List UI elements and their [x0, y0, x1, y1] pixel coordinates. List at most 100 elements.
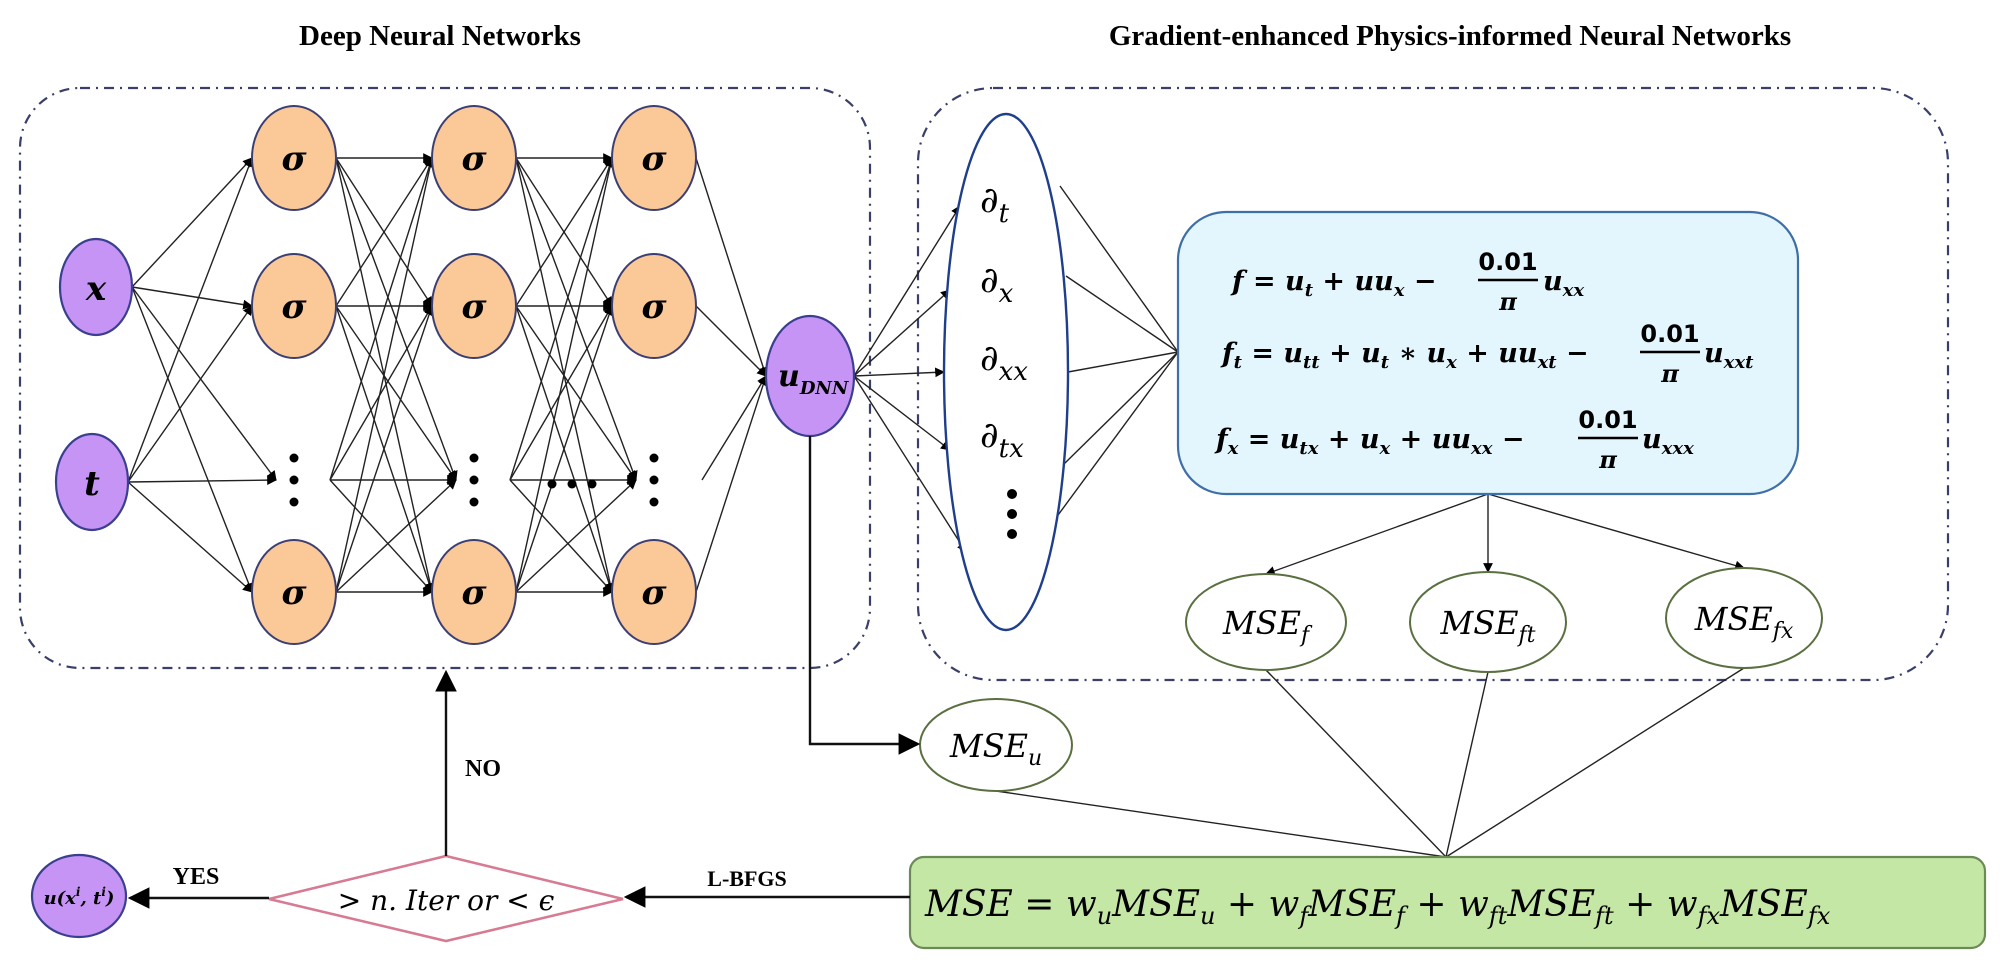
hidden-edge	[329, 305, 433, 481]
hidden-edge	[335, 305, 434, 593]
derivative-edge	[853, 367, 945, 378]
operator-edge	[1063, 351, 1179, 465]
svg-text:uxxx: uxxx	[1642, 424, 1694, 459]
svg-text:MSE = wuMSEu + wfMSEf +: MSE = wuMSEu + wfMSEf + wftMSEft + wfxMS…	[924, 884, 1831, 930]
operator-edge	[1059, 185, 1179, 353]
deriv-ellipsis-dot	[1007, 509, 1017, 519]
svg-text:> n. Iter or < ϵ: > n. Iter or < ϵ	[338, 884, 555, 917]
svg-text:t: t	[84, 464, 100, 504]
svg-text:0.01: 0.01	[1640, 320, 1699, 348]
hidden-node: σ	[431, 105, 517, 211]
yes-label: YES	[173, 864, 220, 890]
deriv-xx: ∂xx	[980, 338, 1028, 387]
svg-text:ft = utt + ut: ft = utt + ut ∗ ux + uuxt −	[1220, 338, 1589, 375]
svg-text:MSEft: MSEft	[1439, 604, 1535, 648]
sigma-label: σ	[281, 573, 307, 613]
loss-edge	[995, 790, 1447, 858]
svg-text:0.01: 0.01	[1578, 406, 1637, 434]
output-edge	[695, 375, 768, 593]
svg-text:MSEf: MSEf	[1222, 604, 1313, 648]
sigma-label: σ	[461, 287, 487, 327]
hidden-edge	[515, 305, 637, 481]
svg-text:uxxt: uxxt	[1704, 338, 1754, 373]
hidden-edge	[335, 305, 457, 481]
convergence-decision: > n. Iter or < ϵ	[268, 854, 624, 943]
hidden-node: σ	[611, 539, 697, 645]
hidden-node: σ	[611, 105, 697, 211]
deriv-x: ∂x	[980, 260, 1014, 309]
hidden-ellipsis-dot	[469, 475, 479, 485]
hidden-edge	[335, 157, 435, 593]
hidden-node: σ	[431, 539, 517, 645]
operator-edge	[1065, 275, 1179, 353]
svg-text:f = ut + uux: f = ut + uux −	[1230, 266, 1436, 303]
sigma-label: σ	[281, 287, 307, 327]
mse-f-node: MSEf	[1185, 573, 1347, 671]
hidden-edge	[515, 305, 614, 593]
udnn-base: u	[778, 359, 800, 394]
result-node: u(xi, ti)	[30, 853, 128, 939]
input-node-t: t	[54, 432, 130, 532]
residual-equations-box: f = ut + uux − 0.01 π uxx ft = utt + ut …	[1176, 210, 1800, 496]
residual-edge	[1487, 493, 1745, 571]
svg-text:MSEu: MSEu	[949, 727, 1042, 771]
hidden-edge	[335, 479, 457, 593]
deriv-t: ∂t	[980, 180, 1010, 229]
input-edge	[131, 286, 253, 310]
derivative-edge	[853, 375, 967, 553]
loss-edge	[1445, 667, 1745, 858]
dnn-region	[18, 86, 872, 670]
udnn-sub: DNN	[799, 378, 850, 399]
mse-ft-node: MSEft	[1409, 571, 1567, 673]
mse-fx-node: MSEfx	[1665, 567, 1823, 669]
derivative-operators: ∂t ∂x ∂xx ∂tx	[942, 112, 1070, 632]
loss-edge	[1445, 671, 1489, 858]
output-node-udnn: uDNN	[764, 314, 856, 438]
hidden-ellipsis-dot	[469, 453, 479, 463]
connection-ellipsis-dot	[587, 479, 597, 489]
mse-u-node: MSEu	[919, 698, 1073, 792]
hidden-node: σ	[251, 539, 337, 645]
equation-ft: ft = utt + ut ∗ ux + uuxt − 0.01 π uxxt	[1220, 320, 1754, 388]
sigma-label: σ	[641, 287, 667, 327]
connection-ellipsis-dot	[567, 479, 577, 489]
hidden-edge	[515, 479, 637, 593]
deriv-ellipsis-dot	[1007, 489, 1017, 499]
input-edge	[127, 157, 254, 483]
hidden-edge	[515, 157, 615, 593]
svg-text:π: π	[1498, 287, 1517, 316]
derivative-edge	[853, 375, 951, 451]
output-edge	[695, 305, 767, 377]
output-edge	[695, 157, 768, 377]
gpinn-region	[916, 86, 1950, 682]
svg-text:π: π	[1598, 445, 1617, 474]
derivative-edge	[853, 205, 961, 377]
hidden-node: σ	[251, 253, 337, 359]
svg-text:uDNN: uDNN	[778, 359, 850, 399]
gpinn-title: Gradient-enhanced Physics-informed Neura…	[1109, 20, 1791, 52]
svg-text:u(xi, ti): u(xi, ti)	[44, 885, 115, 909]
hidden-node: σ	[611, 253, 697, 359]
hidden-ellipsis-dot	[649, 453, 659, 463]
equation-fx: fx = utx + ux + uuxx − 0.01 π uxxx	[1214, 406, 1694, 474]
sigma-label: σ	[641, 573, 667, 613]
connection-ellipsis-dot	[547, 479, 557, 489]
deriv-ellipsis-dot	[1007, 529, 1017, 539]
hidden-edge	[335, 157, 433, 307]
total-loss-box: MSE = wuMSEu + wfMSEf + wftMSEft + wfxMS…	[908, 855, 1987, 950]
operator-edge	[1067, 351, 1179, 373]
input-node-x: x	[58, 237, 134, 337]
output-edge	[701, 375, 767, 481]
sigma-label: σ	[461, 573, 487, 613]
loss-edge	[1265, 669, 1447, 858]
svg-text:x: x	[85, 269, 107, 309]
sigma-label: σ	[281, 139, 307, 179]
svg-text:uxx: uxx	[1543, 266, 1584, 301]
deriv-tx: ∂tx	[980, 415, 1024, 464]
input-edge	[127, 481, 253, 593]
operator-edge	[1049, 351, 1179, 527]
hidden-edge	[329, 479, 433, 593]
svg-text:0.01: 0.01	[1478, 248, 1537, 276]
